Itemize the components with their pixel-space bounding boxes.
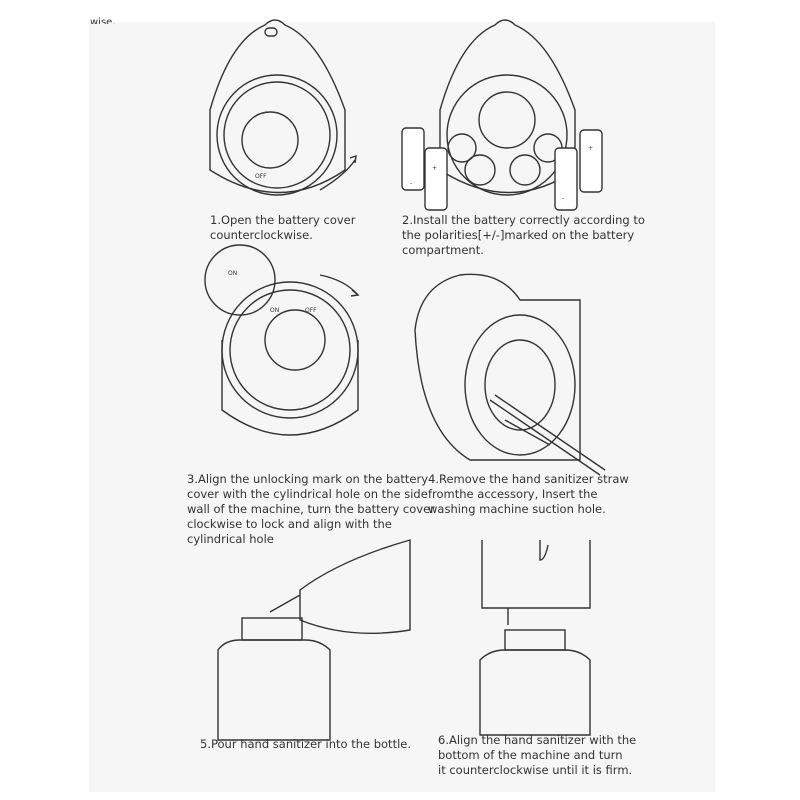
step6-attach-illustration (479, 540, 591, 736)
step5-pour-illustration (217, 539, 411, 741)
step-3-caption: 3.Align the unlocking mark on the batter… (187, 472, 435, 546)
svg-text:+: + (588, 145, 593, 152)
svg-text:-: - (410, 180, 412, 187)
step-6-caption: 6.Align the hand sanitizer with the bott… (438, 733, 637, 777)
step-2-caption: 2.Install the battery correctly accordin… (402, 213, 645, 257)
svg-text:ON: ON (270, 307, 279, 314)
step2-battery-install-illustration: + + - - (401, 19, 603, 211)
step-1-caption: 1.Open the battery cover counterclockwis… (210, 213, 356, 242)
step-5-caption: 5.Pour hand sanitizer into the bottle. (200, 737, 411, 751)
step4-straw-illustration (414, 273, 606, 476)
svg-text:OFF: OFF (305, 307, 317, 314)
step3-align-illustration: ON ON OFF (204, 244, 360, 436)
step-4-caption: 4.Remove the hand sanitizer straw fromth… (428, 472, 629, 516)
step1-battery-cover-illustration: OFF (209, 19, 357, 196)
svg-text:OFF: OFF (255, 173, 267, 180)
svg-text:-: - (562, 195, 564, 202)
svg-text:ON: ON (228, 270, 237, 277)
truncated-text: wise. (90, 17, 116, 24)
svg-text:+: + (432, 165, 437, 172)
